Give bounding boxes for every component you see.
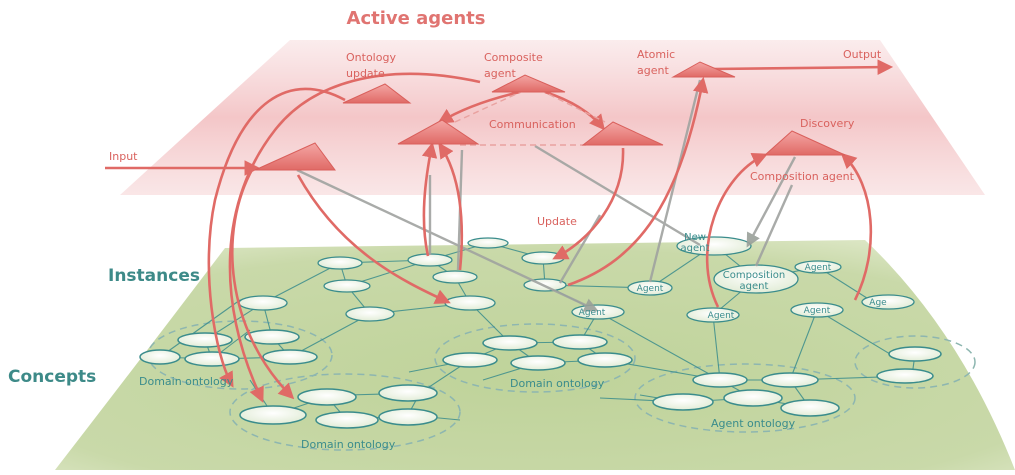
instances-title: Instances (108, 266, 200, 286)
instance-node (861, 294, 915, 310)
concept-node (315, 411, 379, 429)
atomic-agent-icon (671, 61, 736, 78)
agent-node-label: Agent (637, 284, 664, 294)
composite-agent-icon (491, 74, 566, 93)
composite-right-agent-icon (581, 121, 664, 146)
domain-ontology-front-boundary (229, 373, 461, 451)
instance-node (790, 302, 844, 318)
composite-label-2: agent (484, 67, 516, 80)
composite-to-left-agent (437, 90, 521, 124)
instance-to-agent-2 (438, 142, 464, 271)
atomic-label-2: agent (637, 64, 669, 77)
concept-node (239, 405, 307, 425)
update-label: Update (537, 215, 577, 228)
agent-to-domain-arc (231, 167, 295, 400)
atomic-label-1: Atomic (637, 48, 675, 61)
agent-node-label: Agent (708, 311, 735, 321)
concept-node (692, 372, 748, 388)
concept-node (378, 384, 438, 402)
communication-label: Communication (489, 118, 576, 131)
agent-arrows (105, 59, 894, 403)
new-agent-label-2: agent (681, 243, 710, 254)
agent-triangles (254, 61, 846, 171)
composite-to-ontology-arc (228, 72, 481, 403)
concept-node (297, 388, 357, 406)
domain-ontology-left-label: Domain ontology (139, 375, 234, 388)
composite-left-agent-icon (397, 119, 480, 145)
concept-node (577, 352, 633, 368)
concept-node (780, 399, 840, 417)
discovery-left-arc (705, 152, 768, 308)
ontology-boundaries (147, 320, 976, 451)
update-arrow (552, 147, 625, 260)
agent-node-label: Agent (804, 306, 831, 316)
agent-node-label: Agent (805, 263, 832, 273)
instance-node (407, 253, 453, 267)
input-label: Input (109, 150, 138, 163)
concept-nodes (139, 329, 942, 429)
concept-node (510, 355, 566, 371)
instance-node (686, 307, 740, 323)
active-agents-title: Active agents (347, 8, 486, 29)
concept-node (139, 349, 181, 365)
ontology-update-label-2: update (346, 67, 385, 80)
concept-node (244, 329, 300, 345)
ontology-update-agent-icon (342, 83, 412, 104)
agent-node-label-partial: Age (869, 298, 887, 308)
composition-node-label-2: agent (740, 281, 769, 292)
concept-node (177, 332, 233, 348)
output-label: Output (843, 48, 882, 61)
composition-links (454, 89, 606, 146)
graph-edges (159, 242, 916, 421)
agent-node-label: Agent (579, 308, 606, 318)
atomic-link (567, 76, 709, 287)
domain-ontology-front-label: Domain ontology (301, 438, 396, 451)
agent-ontology-boundary (634, 363, 856, 433)
concept-node (761, 372, 819, 388)
concept-node (442, 352, 498, 368)
discovery-label: Discovery (800, 117, 855, 130)
discovery-right-arc (840, 152, 873, 301)
instance-nodes (238, 236, 915, 323)
output-arrow (712, 59, 894, 75)
composite-to-right-agent (544, 90, 605, 131)
concept-node (184, 351, 240, 367)
active-agents-plane (120, 40, 985, 195)
concept-node (552, 334, 608, 350)
concept-node (262, 349, 318, 365)
instance-node (794, 260, 842, 274)
concept-node (482, 335, 538, 351)
instance-node (238, 295, 288, 311)
instance-node (467, 237, 509, 249)
ontology-update-label-1: Ontology (346, 51, 396, 64)
composition-agent-label: Composition agent (750, 170, 855, 183)
instance-node (323, 279, 371, 293)
concept-node (888, 346, 942, 362)
concept-node (652, 393, 714, 411)
input-to-instance-arrow (296, 174, 451, 304)
domain-ontology-right-boundary (854, 335, 976, 389)
new-agent-label-1: New (684, 232, 706, 243)
instance-node (432, 270, 478, 284)
agent-ontology-label: Agent ontology (711, 417, 796, 430)
concepts-title: Concepts (8, 367, 96, 387)
concept-node (378, 408, 438, 426)
input-agent-icon (254, 142, 336, 171)
instance-node (317, 256, 363, 270)
discovery-agent-icon (763, 130, 846, 156)
ontology-update-arc (207, 87, 346, 388)
instance-node (444, 295, 496, 311)
domain-ontology-center-label: Domain ontology (510, 377, 605, 390)
concept-node (876, 368, 934, 384)
domain-ontology-center-boundary (434, 323, 636, 393)
composition-node-label-1: Composition (723, 270, 785, 281)
composite-label-1: Composite (484, 51, 543, 64)
instance-to-agent-1 (421, 141, 438, 257)
concept-node (723, 389, 783, 407)
instance-node (345, 306, 395, 322)
